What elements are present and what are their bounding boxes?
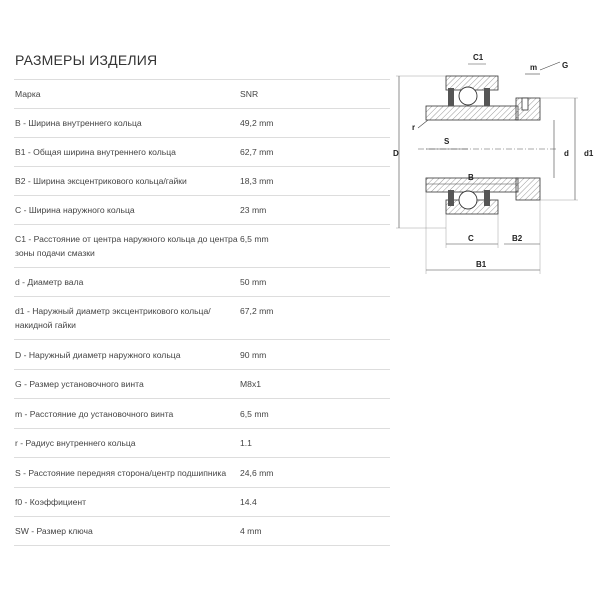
spec-label: d1 - Наружный диаметр эксцентрикового ко… [15, 306, 211, 330]
label-c1: C1 [473, 53, 484, 62]
spec-value: 23 mm [240, 205, 267, 215]
spec-value: 6,5 mm [240, 234, 269, 244]
spec-value: 14.4 [240, 497, 257, 507]
label-g: G [562, 61, 568, 70]
page-title: РАЗМЕРЫ ИЗДЕЛИЯ [15, 52, 158, 68]
label-d: d [564, 149, 569, 158]
spec-value: 6,5 mm [240, 408, 269, 419]
spec-value: 18,3 mm [240, 176, 274, 186]
seal [448, 190, 454, 206]
spec-label: C1 - Расстояние от центра наружного коль… [15, 234, 238, 258]
spec-value: 1.1 [240, 438, 252, 448]
label-d1: d1 [584, 149, 594, 158]
spec-value: 67,2 mm [240, 306, 274, 316]
spec-row: SW - Размер ключа 4 mm [14, 517, 390, 546]
spec-label: Марка [15, 89, 41, 99]
collar-bottom [515, 177, 541, 201]
spec-label: m - Расстояние до установочного винта [15, 408, 174, 419]
spec-label: G - Размер установочного винта [15, 379, 144, 389]
spec-row: m - Расстояние до установочного винта 6,… [14, 399, 390, 429]
spec-value: 24,6 mm [240, 467, 274, 478]
spec-value: 49,2 mm [240, 118, 274, 128]
spec-value: SNR [240, 89, 259, 99]
set-screw [521, 97, 529, 111]
seal [484, 190, 490, 206]
specs-table: Марка SNR B - Ширина внутреннего кольца … [14, 79, 390, 546]
ball-bottom [458, 190, 478, 210]
ball-top [458, 86, 478, 106]
seal [448, 88, 454, 106]
spec-row: d1 - Наружный диаметр эксцентрикового ко… [14, 297, 390, 340]
seal [484, 88, 490, 106]
spec-row: d - Диаметр вала 50 mm [14, 268, 390, 297]
spec-label: B2 - Ширина эксцентрикового кольца/гайки [15, 176, 187, 186]
spec-label: r - Радиус внутреннего кольца [15, 438, 136, 448]
label-s: S [444, 137, 450, 146]
label-m: m [530, 63, 537, 72]
spec-row: Марка SNR [14, 80, 390, 109]
spec-label: f0 - Коэффициент [15, 497, 87, 507]
spec-label: SW - Размер ключа [15, 526, 93, 536]
spec-row: G - Размер установочного винта M8x1 [14, 370, 390, 399]
spec-row: S - Расстояние передняя сторона/центр по… [14, 458, 390, 488]
spec-row: B - Ширина внутреннего кольца 49,2 mm [14, 109, 390, 138]
spec-value: M8x1 [240, 379, 262, 389]
spec-row: r - Радиус внутреннего кольца 1.1 [14, 429, 390, 458]
spec-label: d - Диаметр вала [15, 277, 84, 287]
leader-g [539, 61, 561, 71]
spec-label: D - Наружный диаметр наружного кольца [15, 349, 181, 360]
spec-value: 90 mm [240, 349, 267, 360]
spec-value: 4 mm [240, 526, 262, 536]
label-r: r [412, 123, 415, 132]
spec-value: 50 mm [240, 277, 267, 287]
spec-row: D - Наружный диаметр наружного кольца 90… [14, 340, 390, 370]
label-d-outer: D [393, 149, 399, 158]
spec-row: C - Ширина наружного кольца 23 mm [14, 196, 390, 225]
spec-label: S - Расстояние передняя сторона/центр по… [15, 467, 227, 478]
leader-r [417, 119, 429, 129]
spec-label: B1 - Общая ширина внутреннего кольца [15, 147, 176, 157]
spec-label: C - Ширина наружного кольца [15, 205, 135, 215]
spec-row: B2 - Ширина эксцентрикового кольца/гайки… [14, 167, 390, 196]
label-b1: B1 [476, 260, 487, 269]
spec-row: f0 - Коэффициент 14.4 [14, 488, 390, 517]
spec-value: 62,7 mm [240, 147, 274, 157]
bearing-dimension-drawing: C1 m G r S D d d1 B C B2 B1 [393, 53, 594, 274]
inner-ring-top [425, 105, 519, 121]
spec-label: B - Ширина внутреннего кольца [15, 118, 142, 128]
label-b2: B2 [512, 234, 523, 243]
spec-row: C1 - Расстояние от центра наружного коль… [14, 225, 390, 268]
spec-row: B1 - Общая ширина внутреннего кольца 62,… [14, 138, 390, 167]
label-b: B [468, 173, 474, 182]
label-c: C [468, 234, 474, 243]
